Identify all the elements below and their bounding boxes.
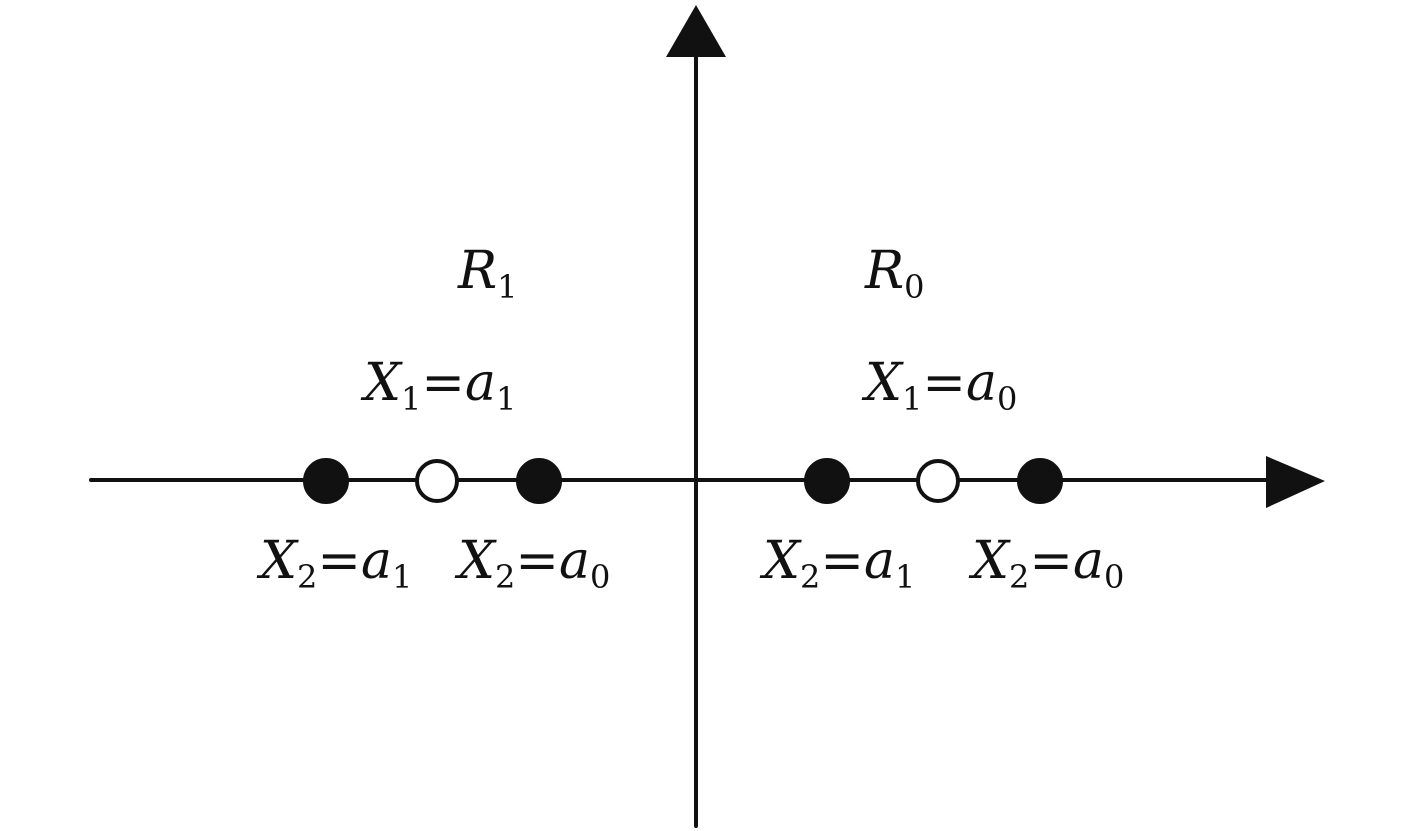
region-label-r0: R0 <box>864 241 925 306</box>
point-left-3 <box>516 458 562 504</box>
point-right-2 <box>916 459 960 503</box>
bottom-label-4: X2=a0 <box>968 531 1124 596</box>
bottom-label-3: X2=a1 <box>759 531 915 596</box>
point-left-2 <box>415 459 459 503</box>
top-label-right: X1=a0 <box>861 353 1017 418</box>
point-left-1 <box>303 458 349 504</box>
region-label-r1: R1 <box>457 241 518 306</box>
bottom-label-2: X2=a0 <box>454 531 610 596</box>
point-right-3 <box>1017 458 1063 504</box>
vertical-axis-arrowhead <box>666 5 726 57</box>
horizontal-axis-arrowhead <box>1266 456 1325 508</box>
bottom-label-1: X2=a1 <box>256 531 412 596</box>
top-label-left: X1=a1 <box>360 353 516 418</box>
point-right-1 <box>804 458 850 504</box>
